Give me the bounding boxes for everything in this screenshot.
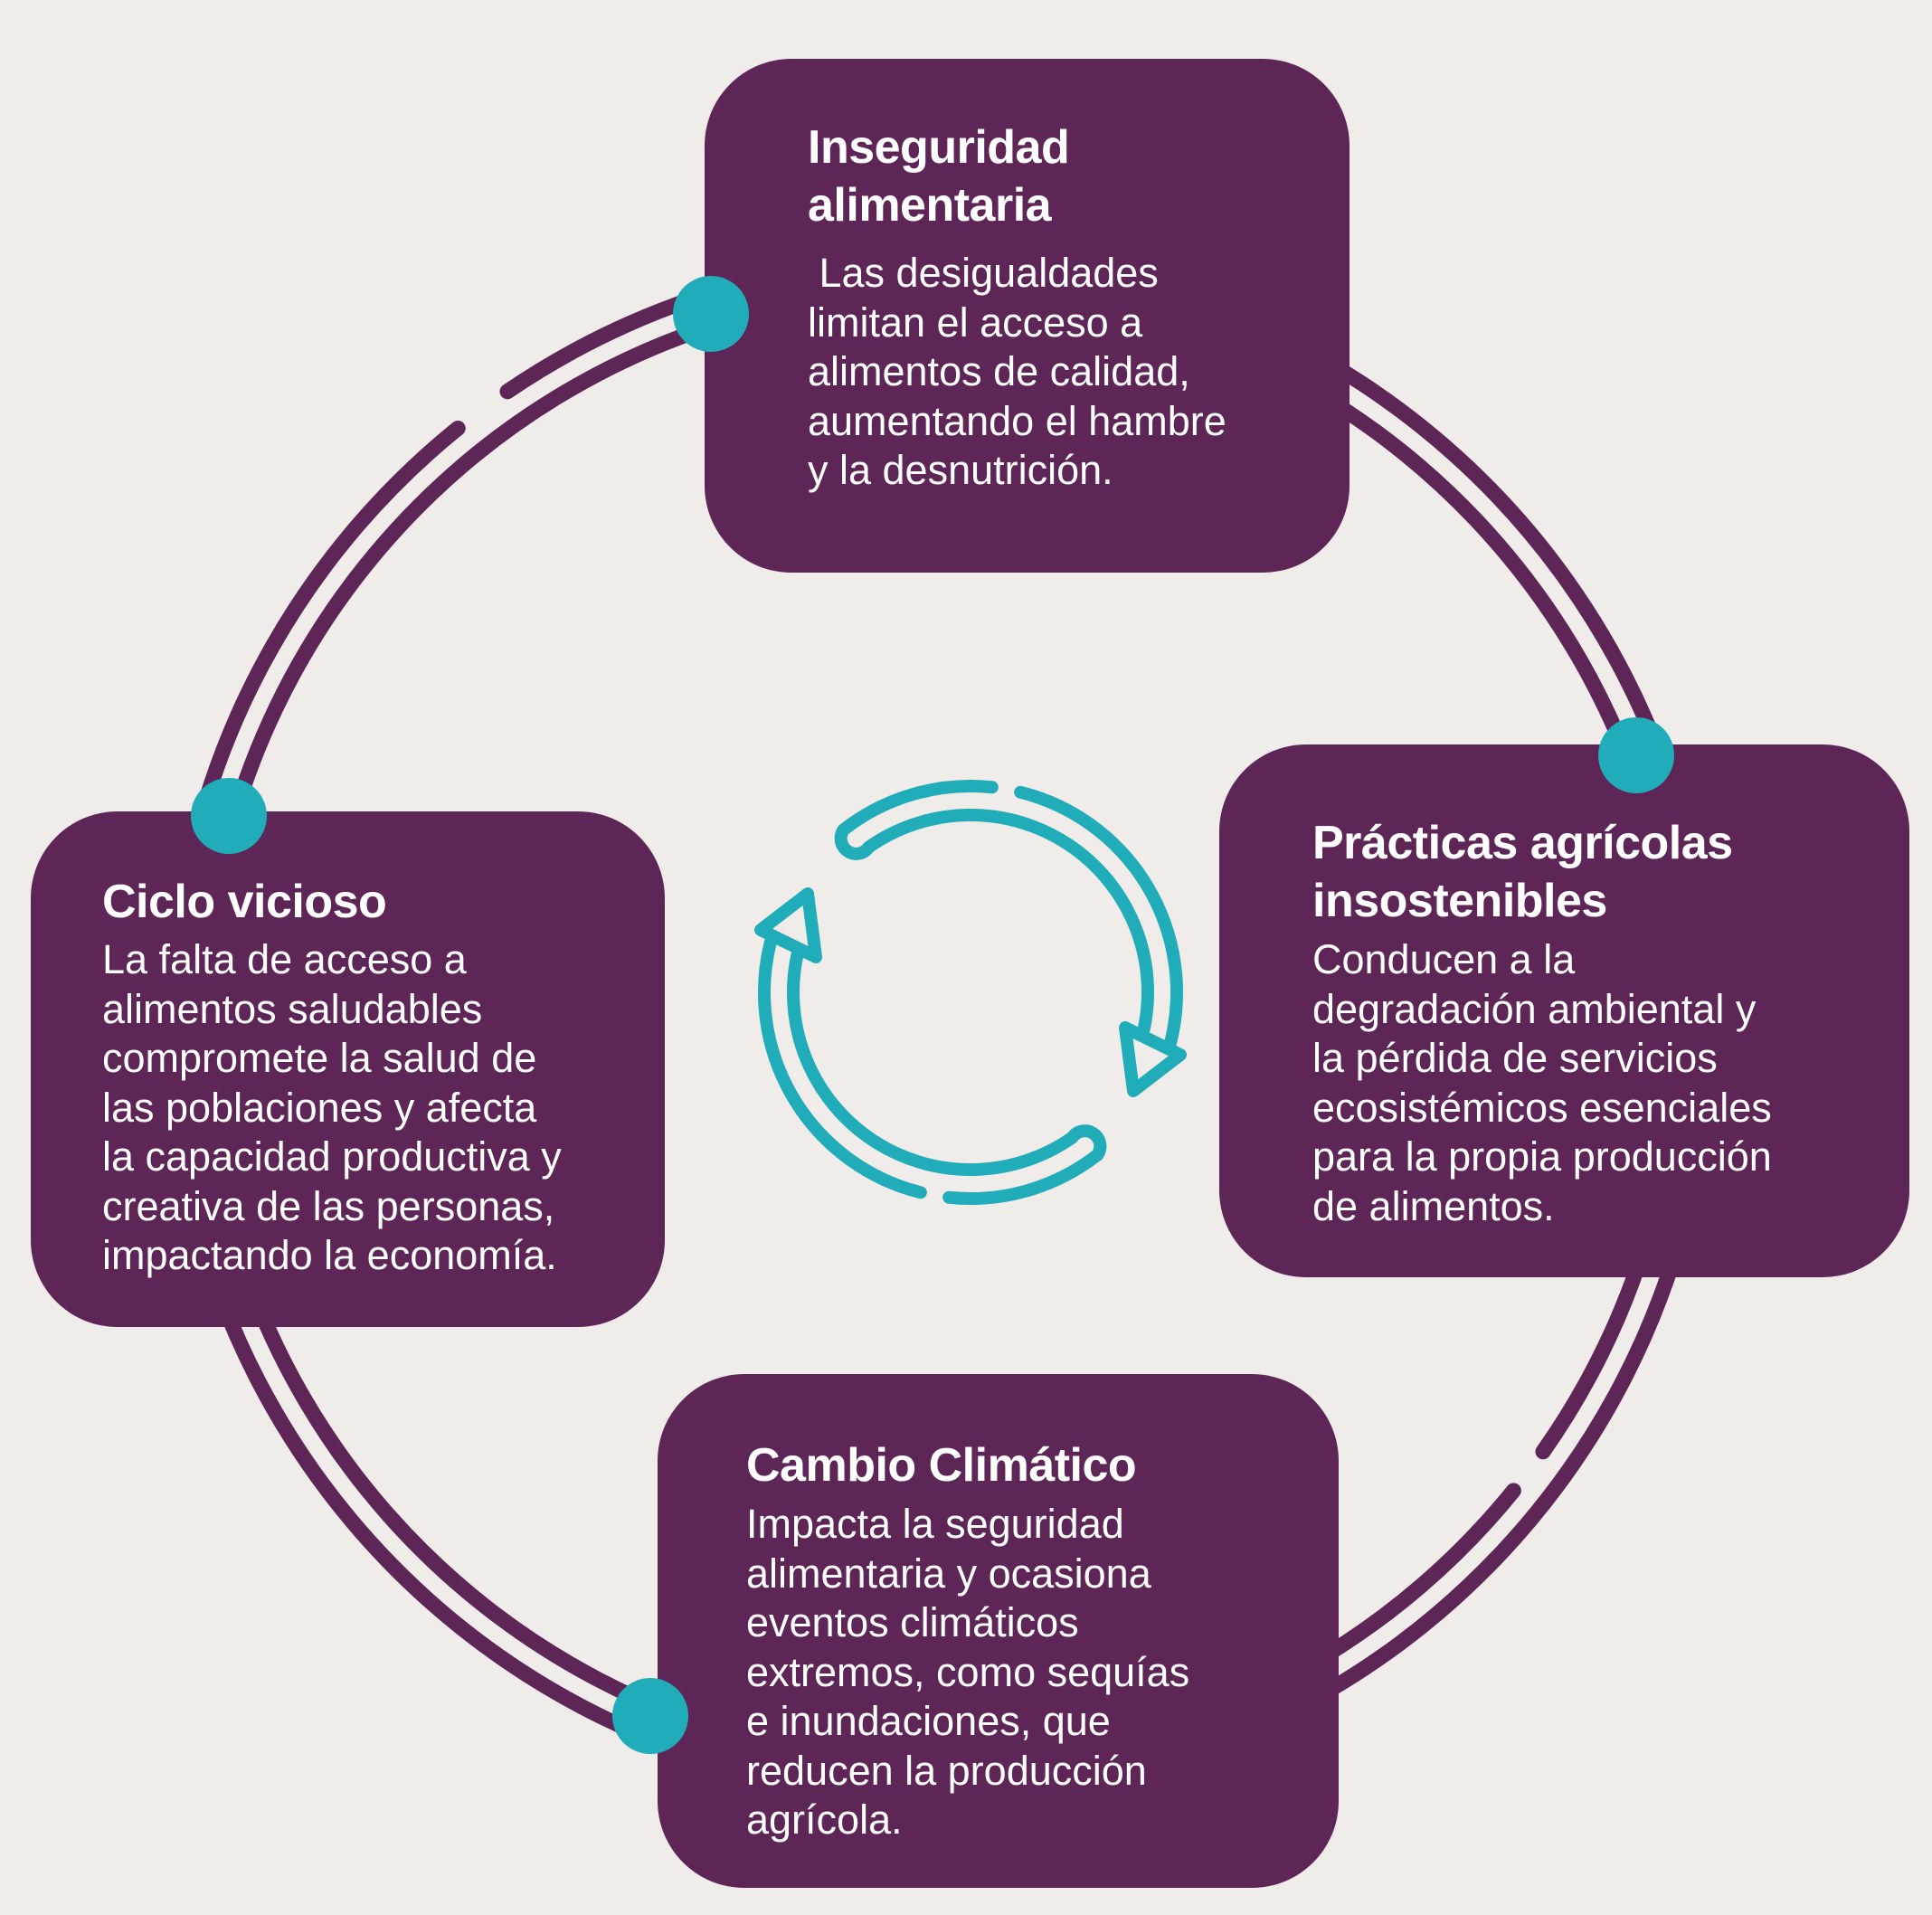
body-line: creativa de las personas, bbox=[102, 1182, 555, 1229]
body-line: alimentaria y ocasiona bbox=[746, 1550, 1151, 1597]
title-line: Inseguridad bbox=[808, 121, 1070, 174]
body-line: la capacidad productiva y bbox=[102, 1133, 562, 1180]
body-line: la pérdida de servicios bbox=[1312, 1035, 1718, 1081]
body-line: extremos, como sequías bbox=[746, 1648, 1190, 1695]
body-line: alimentos de calidad, bbox=[808, 348, 1190, 394]
arrow-end-cap bbox=[834, 823, 876, 860]
arrow-outer-arc-tail bbox=[837, 780, 999, 837]
stage-title: Cambio Climático bbox=[746, 1436, 1137, 1494]
stage-description: Impacta la seguridad alimentaria y ocasi… bbox=[746, 1500, 1189, 1845]
stage-title: Inseguridad alimentaria bbox=[808, 119, 1070, 234]
arrow-outer-arc-head bbox=[1014, 785, 1183, 1049]
stage-description: Las desigualdades limitan el acceso a al… bbox=[808, 249, 1226, 496]
body-line: e inundaciones, que bbox=[746, 1698, 1111, 1744]
body-line: reducen la producción bbox=[746, 1747, 1147, 1794]
body-line: agrícola. bbox=[746, 1796, 903, 1843]
stage-card-inseguridad-alimentaria: Inseguridad alimentaria Las desigualdade… bbox=[705, 59, 1350, 573]
body-line: Conducen a la bbox=[1312, 936, 1576, 982]
arrow-outer-arc-head bbox=[758, 935, 927, 1199]
body-line: eventos climáticos bbox=[746, 1599, 1079, 1645]
body-line: Impacta la seguridad bbox=[746, 1501, 1124, 1547]
body-line: limitan el acceso a bbox=[808, 299, 1143, 346]
body-line: La falta de acceso a bbox=[102, 936, 467, 982]
arrow-outer-arc-tail bbox=[942, 1148, 1104, 1205]
stage-description: La falta de acceso a alimentos saludable… bbox=[102, 935, 562, 1281]
body-line: y la desnutrición. bbox=[808, 447, 1113, 493]
arrow-end-cap bbox=[1065, 1124, 1107, 1161]
body-line: de alimentos. bbox=[1312, 1182, 1555, 1229]
title-line: Prácticas agrícolas bbox=[1312, 817, 1733, 869]
arrow-clockwise-left bbox=[754, 887, 1107, 1205]
stage-card-cambio-climatico: Cambio Climático Impacta la seguridad al… bbox=[658, 1374, 1339, 1888]
body-line: Las desigualdades bbox=[808, 250, 1159, 296]
title-line: alimentaria bbox=[808, 179, 1052, 232]
title-line: insostenibles bbox=[1312, 875, 1607, 927]
title-line: Cambio Climático bbox=[746, 1439, 1137, 1492]
body-line: degradación ambiental y bbox=[1312, 985, 1757, 1032]
arrowhead bbox=[754, 887, 822, 963]
arrow-clockwise-right bbox=[834, 780, 1187, 1097]
body-line: las poblaciones y afecta bbox=[102, 1084, 537, 1131]
body-line: ecosistémicos esenciales bbox=[1312, 1084, 1772, 1131]
arrowhead bbox=[1119, 1021, 1187, 1097]
stage-card-ciclo-vicioso: Ciclo vicioso La falta de acceso a alime… bbox=[31, 811, 665, 1327]
body-line: compromete la salud de bbox=[102, 1035, 537, 1081]
body-line: aumentando el hambre bbox=[808, 397, 1226, 444]
stage-title: Prácticas agrícolas insostenibles bbox=[1312, 814, 1733, 930]
body-line: alimentos saludables bbox=[102, 985, 483, 1032]
stage-title: Ciclo vicioso bbox=[102, 873, 387, 931]
body-line: impactando la economía. bbox=[102, 1232, 557, 1278]
body-line: para la propia producción bbox=[1312, 1133, 1772, 1180]
arrow-inner-arc bbox=[787, 949, 1079, 1176]
title-line: Ciclo vicioso bbox=[102, 876, 387, 928]
arrow-inner-arc bbox=[862, 809, 1154, 1036]
stage-description: Conducen a la degradación ambiental y la… bbox=[1312, 935, 1772, 1231]
stage-card-practicas-agricolas: Prácticas agrícolas insostenibles Conduc… bbox=[1219, 744, 1909, 1277]
